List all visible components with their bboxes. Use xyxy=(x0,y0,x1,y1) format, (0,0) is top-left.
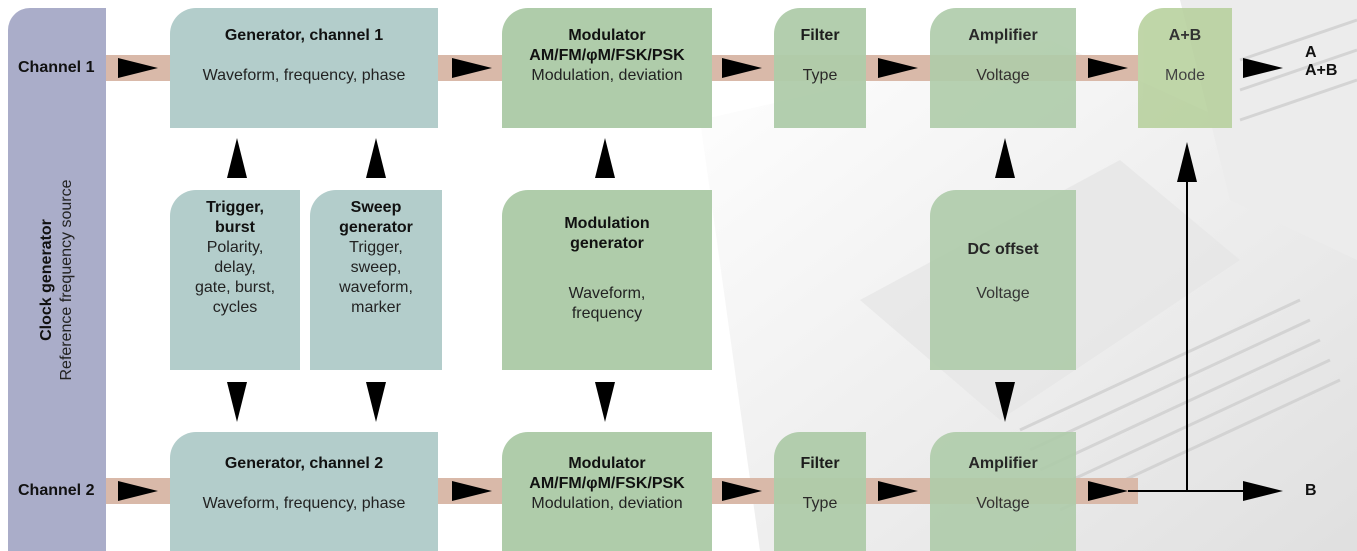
trigger-burst-block: Trigger, burst Polarity, delay, gate, bu… xyxy=(170,190,300,370)
filter-channel-2-title: Filter xyxy=(800,455,840,472)
arrow-up-icon xyxy=(995,138,1015,178)
modulation-generator-params: Waveform, frequency xyxy=(568,285,646,322)
sweep-generator-params: Trigger, sweep, waveform, marker xyxy=(339,239,413,316)
sum-a-plus-b-title: A+B xyxy=(1168,27,1202,44)
output-a-plus-b-label: A+B xyxy=(1305,62,1338,79)
sweep-generator-block: Sweep generator Trigger, sweep, waveform… xyxy=(310,190,442,370)
generator-channel-1-block: Generator, channel 1 Waveform, frequency… xyxy=(170,8,438,128)
generator-channel-1-params: Waveform, frequency, phase xyxy=(202,67,406,84)
trigger-burst-title: Trigger, burst xyxy=(206,199,264,236)
filter-channel-1-params: Type xyxy=(802,67,838,84)
sum-a-plus-b-params: Mode xyxy=(1164,67,1206,84)
clock-generator-label: Clock generator Reference frequency sour… xyxy=(37,180,77,381)
arrow-right-icon xyxy=(722,481,762,501)
arrow-right-icon xyxy=(1243,481,1283,501)
filter-channel-2-block: Filter Type xyxy=(774,432,866,551)
arrow-down-icon xyxy=(366,382,386,422)
arrow-right-icon xyxy=(452,481,492,501)
modulator-channel-1-title: Modulator AM/FM/φM/FSK/PSK xyxy=(529,27,685,64)
amplifier-channel-1-block: Amplifier Voltage xyxy=(930,8,1076,128)
channel-2-label: Channel 2 xyxy=(18,482,95,499)
arrow-down-icon xyxy=(595,382,615,422)
generator-channel-2-block: Generator, channel 2 Waveform, frequency… xyxy=(170,432,438,551)
filter-channel-1-block: Filter Type xyxy=(774,8,866,128)
amplifier-channel-1-title: Amplifier xyxy=(968,27,1038,44)
generator-channel-1-title: Generator, channel 1 xyxy=(224,27,384,44)
arrow-up-icon xyxy=(595,138,615,178)
output-b-label: B xyxy=(1305,482,1317,499)
modulation-generator-block: Modulation generator Waveform, frequency xyxy=(502,190,712,370)
sweep-generator-title: Sweep generator xyxy=(339,199,413,236)
modulator-channel-2-title: Modulator AM/FM/φM/FSK/PSK xyxy=(529,455,685,492)
amplifier-channel-2-title: Amplifier xyxy=(968,455,1038,472)
arrows-ch1 xyxy=(118,58,1283,78)
arrow-right-icon xyxy=(878,481,918,501)
modulator-channel-1-params: Modulation, deviation xyxy=(531,67,683,84)
arrows-ch2 xyxy=(118,481,1283,501)
sum-a-plus-b-block: A+B Mode xyxy=(1138,8,1232,128)
dc-offset-title: DC offset xyxy=(967,241,1039,258)
arrow-right-icon xyxy=(878,58,918,78)
arrow-right-icon xyxy=(1088,58,1128,78)
arrow-right-icon xyxy=(452,58,492,78)
amplifier-channel-2-params: Voltage xyxy=(976,495,1030,512)
generator-channel-2-params: Waveform, frequency, phase xyxy=(202,495,406,512)
arrow-down-icon xyxy=(995,382,1015,422)
filter-channel-2-params: Type xyxy=(802,495,838,512)
modulator-channel-2-params: Modulation, deviation xyxy=(531,495,683,512)
arrow-up-icon xyxy=(227,138,247,178)
channel-1-label: Channel 1 xyxy=(18,59,95,76)
arrow-right-icon xyxy=(1088,481,1128,501)
modulation-generator-title: Modulation generator xyxy=(564,215,650,252)
dc-offset-params: Voltage xyxy=(976,285,1030,302)
clock-generator-subtitle: Reference frequency source xyxy=(58,179,75,381)
clock-generator-block xyxy=(8,8,106,551)
arrow-right-icon xyxy=(722,58,762,78)
output-a-label: A xyxy=(1305,44,1317,61)
amplifier-channel-1-params: Voltage xyxy=(976,67,1030,84)
amplifier-channel-2-block: Amplifier Voltage xyxy=(930,432,1076,551)
modulator-channel-2-block: Modulator AM/FM/φM/FSK/PSK Modulation, d… xyxy=(502,432,712,551)
modulator-channel-1-block: Modulator AM/FM/φM/FSK/PSK Modulation, d… xyxy=(502,8,712,128)
arrow-down-icon xyxy=(227,382,247,422)
arrow-up-icon xyxy=(1177,142,1197,182)
arrow-right-icon xyxy=(1243,58,1283,78)
clock-generator-title: Clock generator xyxy=(38,219,55,341)
arrow-up-icon xyxy=(366,138,386,178)
generator-channel-2-title: Generator, channel 2 xyxy=(224,455,384,472)
trigger-burst-params: Polarity, delay, gate, burst, cycles xyxy=(194,239,276,316)
dc-offset-block: DC offset Voltage xyxy=(930,190,1076,370)
arrow-right-icon xyxy=(118,481,158,501)
arrow-right-icon xyxy=(118,58,158,78)
filter-channel-1-title: Filter xyxy=(800,27,840,44)
